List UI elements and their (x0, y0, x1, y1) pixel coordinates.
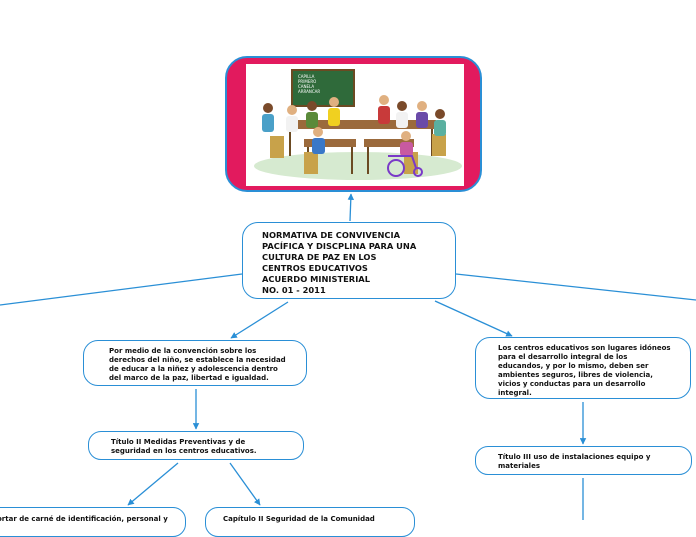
classroom-image-card: CAPILLA PRIMERO CANELA ARRANCAR (225, 56, 482, 192)
titulo-iii-node[interactable]: Título III uso de instalaciones equipo y… (475, 446, 692, 475)
edge-root-to-right-main (434, 300, 513, 337)
svg-text:CAPILLA: CAPILLA (298, 74, 315, 79)
left-main-topic-node[interactable]: Por medio de la convención sobre los der… (83, 340, 307, 386)
edge-titulo-ii-to-portar (127, 462, 179, 506)
svg-text:CANELA: CANELA (298, 84, 314, 89)
classroom-illustration-icon: CAPILLA PRIMERO CANELA ARRANCAR (246, 64, 464, 186)
svg-text:ARRANCAR: ARRANCAR (298, 89, 320, 94)
titulo-ii-node[interactable]: Título II Medidas Preventivas y de segur… (88, 431, 304, 460)
edge-root-to-right-offscreen (455, 273, 696, 301)
svg-text:PRIMERO: PRIMERO (298, 79, 316, 84)
connector-lines (0, 193, 696, 520)
capitulo-ii-node[interactable]: Capítulo II Seguridad de la Comunidad (205, 507, 415, 537)
edge-root-to-left-offscreen (0, 273, 243, 306)
edge-root-to-left-main (230, 301, 289, 339)
right-main-topic-node[interactable]: Los centros educativos son lugares idóne… (475, 337, 691, 399)
edge-root-to-image (347, 193, 355, 222)
root-topic-node[interactable]: NORMATIVA DE CONVIVENCIA PACÍFICA Y DISC… (242, 222, 456, 299)
portar-carne-node[interactable]: ortar de carné de identificación, person… (0, 507, 186, 537)
edge-titulo-ii-to-capitulo (229, 462, 261, 506)
